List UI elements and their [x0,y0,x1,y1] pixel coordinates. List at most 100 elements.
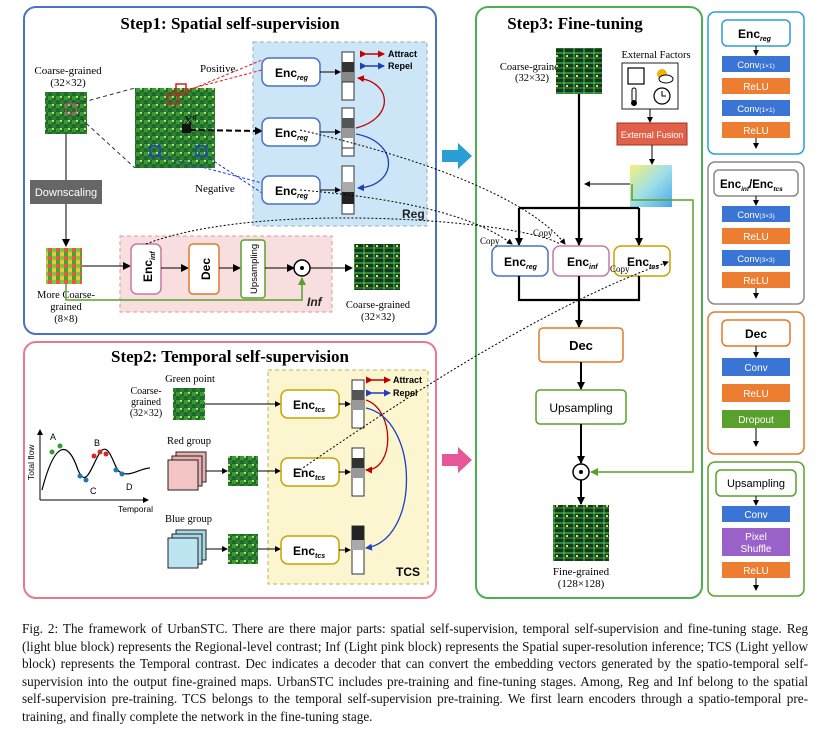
svg-text:Conv(3×3): Conv(3×3) [737,210,775,221]
fine-grained-map [553,505,609,561]
step1-output-map [354,244,400,290]
step3-upsampling-box: Upsampling [535,389,627,425]
svg-text:Conv: Conv [744,510,767,521]
step2-coarse-label-1: Coarse- [130,386,161,397]
green-point-map [173,388,205,420]
svg-text:C: C [90,486,97,496]
step3-coarse-label: Coarse-grained [500,62,565,73]
svg-text:Upsampling: Upsampling [249,244,260,294]
legend-enc-reg: Encreg Conv(1×1) ReLU Conv(1×1) ReLU [707,11,805,155]
copy-label-tcs: Copy [610,264,630,274]
positive-label: Positive [200,63,236,75]
enc-inf-box: Encinf [130,243,162,295]
flow-curve-plot: Total flow Temporal A B C D [26,429,153,514]
svg-text:Total flow: Total flow [26,444,36,480]
legend-dec: Dec Conv ReLU Dropout [707,311,805,455]
enc-reg-anchor: Encreg [261,117,321,147]
downscaling-label: Downscaling [35,187,97,199]
svg-text:Dec: Dec [199,258,213,280]
green-point-label: Green point [165,374,215,385]
tcs-tag: TCS [396,565,420,579]
step3-enc-reg: Encreg [491,245,549,277]
step3-dec-box: Dec [538,327,624,363]
fine-grained-size: (128×128) [558,578,605,590]
svg-text:B: B [94,438,100,448]
step3-enc-inf: Encinf [552,245,610,277]
step1-title: Step1: Spatial self-supervision [120,14,340,33]
negative-label: Negative [195,183,235,195]
svg-text:Dec: Dec [569,338,593,353]
embedding-vector-anchor [341,107,355,157]
upsampling-box-step1: Upsampling [240,239,266,299]
step2-to-step3-arrow [442,447,472,473]
step1-panel: Step1: Spatial self-supervision Reg Inf … [23,6,437,335]
reg-repel-legend: Repel [360,61,413,71]
tcs-vector-negative [351,525,365,575]
copy-label-inf: Copy [533,228,553,238]
inf-tag: Inf [307,295,323,309]
enc-tcs-anchor: Enctcs [280,389,340,419]
tcs-vector-positive [351,447,365,497]
svg-text:Encreg: Encreg [738,27,772,43]
copy-label-reg: Copy [480,236,500,246]
svg-text:Encinf: Encinf [567,255,598,271]
svg-text:Repel: Repel [388,61,413,71]
svg-text:ReLU: ReLU [743,126,769,137]
fine-grained-label: Fine-grained [553,566,610,578]
enc-tcs-negative: Enctcs [280,535,340,565]
step1-output-size: (32×32) [361,312,395,323]
reg-attract-legend: Attract [360,49,417,59]
svg-text:Enctcs: Enctcs [293,398,325,414]
svg-text:Enctcs: Enctcs [293,544,325,560]
svg-text:A: A [50,432,56,442]
svg-text:Conv(1×1): Conv(1×1) [737,104,775,115]
more-coarse-label-2: grained [50,302,82,313]
figure-caption: Fig. 2: The framework of UrbanSTC. There… [22,621,808,724]
zoomed-patch [135,88,215,168]
step3-coarse-map [556,48,602,94]
step1-output-label: Coarse-grained [346,300,411,311]
step3-panel: Step3: Fine-tuning Coarse-grained (32×32… [145,6,703,599]
red-group-map [228,456,258,486]
svg-text:Encreg: Encreg [275,184,309,200]
more-coarse-size: (8×8) [54,314,78,325]
svg-text:Temporal: Temporal [118,504,153,514]
tcs-repel-legend: Repel [366,388,418,398]
legend-upsampling: Upsampling Conv Pixel Shuffle ReLU [707,461,805,597]
tcs-attract-legend: Attract [366,375,422,385]
step1-coarse-size: (32×32) [50,77,86,89]
svg-text:Attract: Attract [388,49,417,59]
svg-text:Shuffle: Shuffle [741,544,772,555]
embedding-vector-positive [341,51,355,101]
embedding-vector-negative [341,165,355,215]
step1-coarse-label: Coarse-grained [34,65,102,77]
step2-coarse-size: (32×32) [130,408,162,419]
step2-title: Step2: Temporal self-supervision [111,347,350,366]
red-group-stack [167,451,207,491]
step3-coarse-size: (32×32) [515,73,549,84]
more-coarse-map [46,248,82,284]
dec-box-step1: Dec [188,243,220,295]
svg-text:Dec: Dec [745,327,767,341]
step1-to-step3-arrow [442,143,472,169]
step2-coarse-label-2: grained [131,397,161,408]
svg-text:Dropout: Dropout [738,415,774,426]
svg-text:Encinf/Enctcs: Encinf/Enctcs [720,179,783,193]
calendar-icon [627,67,645,85]
external-fusion-label: External Fusion [621,130,684,140]
blue-group-map [228,534,258,564]
svg-text:Repel: Repel [393,388,418,398]
svg-text:Enctcs: Enctcs [293,466,325,482]
step2-panel: Step2: Temporal self-supervision TCS Tot… [23,341,437,599]
svg-text:Conv(1×1): Conv(1×1) [737,60,775,71]
svg-text:Upsampling: Upsampling [549,401,612,415]
external-factors-label: External Factors [621,50,690,61]
legend-enc-inf-tcs: Encinf/Enctcs Conv(3×3) ReLU Conv(3×3) R… [707,161,805,305]
reg-tag: Reg [402,207,425,221]
svg-text:Upsampling: Upsampling [727,478,785,490]
step3-title: Step3: Fine-tuning [507,14,643,33]
svg-text:Conv(3×3): Conv(3×3) [737,254,775,265]
clock-icon [653,87,671,105]
enc-reg-positive: Encreg [261,57,321,87]
svg-text:ReLU: ReLU [743,566,769,577]
